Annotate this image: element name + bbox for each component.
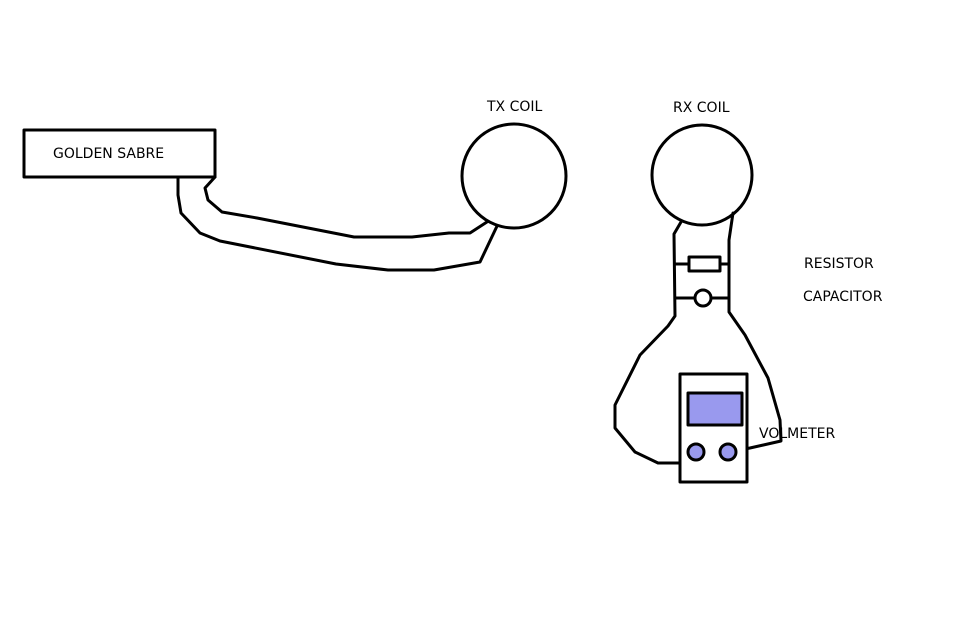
tx-coil (460, 122, 568, 230)
resistor-symbol (687, 255, 722, 273)
rx-coil-label: RX COIL (673, 100, 730, 116)
rx-coil (650, 123, 754, 227)
rx-wire-left (613, 220, 698, 465)
voltmeter-terminal-right (718, 442, 738, 462)
golden-sabre-label: GOLDEN SABRE (53, 146, 165, 162)
golden-sabre-box (22, 128, 217, 179)
voltmeter-label: VOLMETER (759, 426, 836, 442)
voltmeter-body (678, 372, 749, 484)
tx-coil-label: TX COIL (487, 99, 543, 115)
cable-outer (176, 175, 500, 272)
resistor-label: RESISTOR (804, 256, 874, 272)
capacitor-label: CAPACITOR (803, 289, 883, 305)
cable-inner (203, 175, 492, 239)
capacitor-symbol (693, 288, 713, 308)
voltmeter-screen (686, 391, 744, 427)
voltmeter-terminal-left (686, 442, 706, 462)
